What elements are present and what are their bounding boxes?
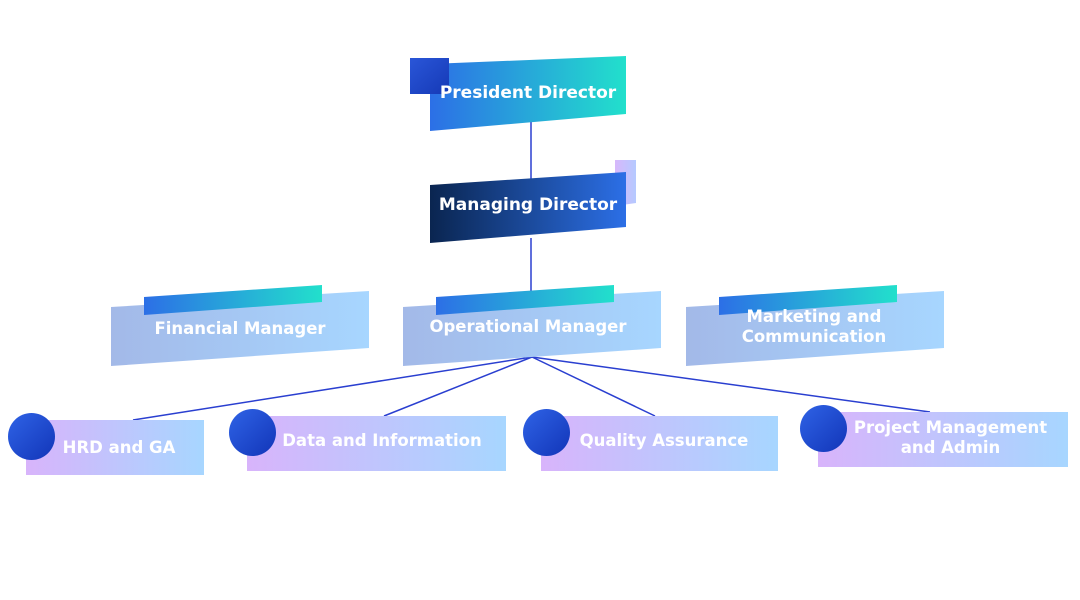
quality-assurance-shape xyxy=(541,416,778,471)
financial-manager-node: Financial Manager xyxy=(111,285,369,367)
quality-assurance-node: Quality Assurance xyxy=(541,416,778,471)
financial-shape xyxy=(111,285,369,366)
quality-assurance-circle xyxy=(523,409,570,456)
project-management-circle xyxy=(800,405,847,452)
marketing-shape xyxy=(686,285,944,366)
president-director-label: President Director xyxy=(439,83,617,104)
connector-operational-quality xyxy=(531,356,656,417)
operational-shape xyxy=(403,285,661,366)
managing-director-node: Managing Director xyxy=(430,160,636,243)
hrd-ga-shape xyxy=(26,420,204,475)
president-shape xyxy=(410,56,626,131)
managing-director-label: Managing Director xyxy=(438,195,618,216)
managing-shape xyxy=(430,160,636,243)
project-management-label: Project Management and Admin xyxy=(853,418,1048,457)
hrd-ga-node: HRD and GA xyxy=(26,420,204,475)
data-information-node: Data and Information xyxy=(247,416,506,471)
data-information-shape xyxy=(247,416,506,471)
quality-assurance-label: Quality Assurance xyxy=(579,430,749,450)
marketing-communication-label: Marketing and Communication xyxy=(741,307,887,346)
president-director-node: President Director xyxy=(410,56,626,131)
financial-manager-label: Financial Manager xyxy=(154,318,326,338)
marketing-communication-node: Marketing and Communication xyxy=(686,285,944,367)
hrd-ga-label: HRD and GA xyxy=(62,437,176,457)
project-management-node: Project Management and Admin xyxy=(818,412,1068,467)
operational-manager-node: Operational Manager xyxy=(403,285,661,367)
connector-operational-project xyxy=(531,356,931,413)
connector-operational-hrd xyxy=(132,356,533,421)
operational-manager-label: Operational Manager xyxy=(429,316,627,336)
project-management-shape xyxy=(818,412,1068,467)
hrd-ga-circle xyxy=(8,413,55,460)
connector-operational-data xyxy=(383,356,533,417)
data-information-circle xyxy=(229,409,276,456)
data-information-label: Data and Information xyxy=(282,430,482,450)
